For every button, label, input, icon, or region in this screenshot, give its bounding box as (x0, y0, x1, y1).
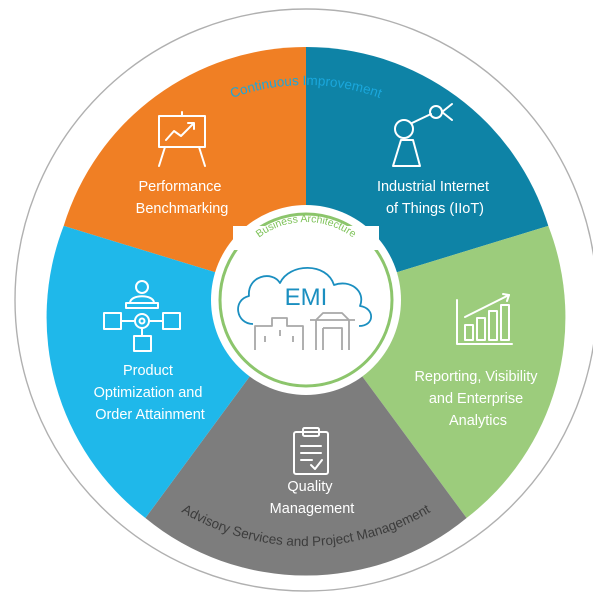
segment-quality (145, 300, 467, 576)
segment-label-performance: Performance Benchmarking (136, 179, 229, 217)
clipboard-check-icon (293, 427, 329, 475)
outer-ring (14, 8, 593, 592)
segment-label-iiot: Industrial Internet of Things (IIoT) (377, 179, 493, 217)
segment-label-reporting: Reporting, Visibility and Enterprise Ana… (414, 369, 541, 429)
segment-label-quality: Quality Management (270, 479, 355, 517)
center-disc (211, 205, 401, 395)
business-architecture-ring (218, 212, 394, 388)
segment-label-product: Product Optimization and Order Attainmen… (94, 363, 207, 423)
ring-label-backdrop (233, 226, 379, 250)
segment-labels: Performance Benchmarking Industrial Inte… (94, 179, 541, 517)
center-hub: Business Architecture EMI (211, 205, 401, 395)
presentation-chart-icon (158, 111, 206, 167)
cloud-city-icon (237, 266, 373, 350)
bar-chart-growth-icon (456, 293, 513, 345)
process-flow-icon (103, 280, 181, 352)
center-title: EMI (285, 284, 328, 311)
robot-arm-icon (392, 103, 453, 167)
